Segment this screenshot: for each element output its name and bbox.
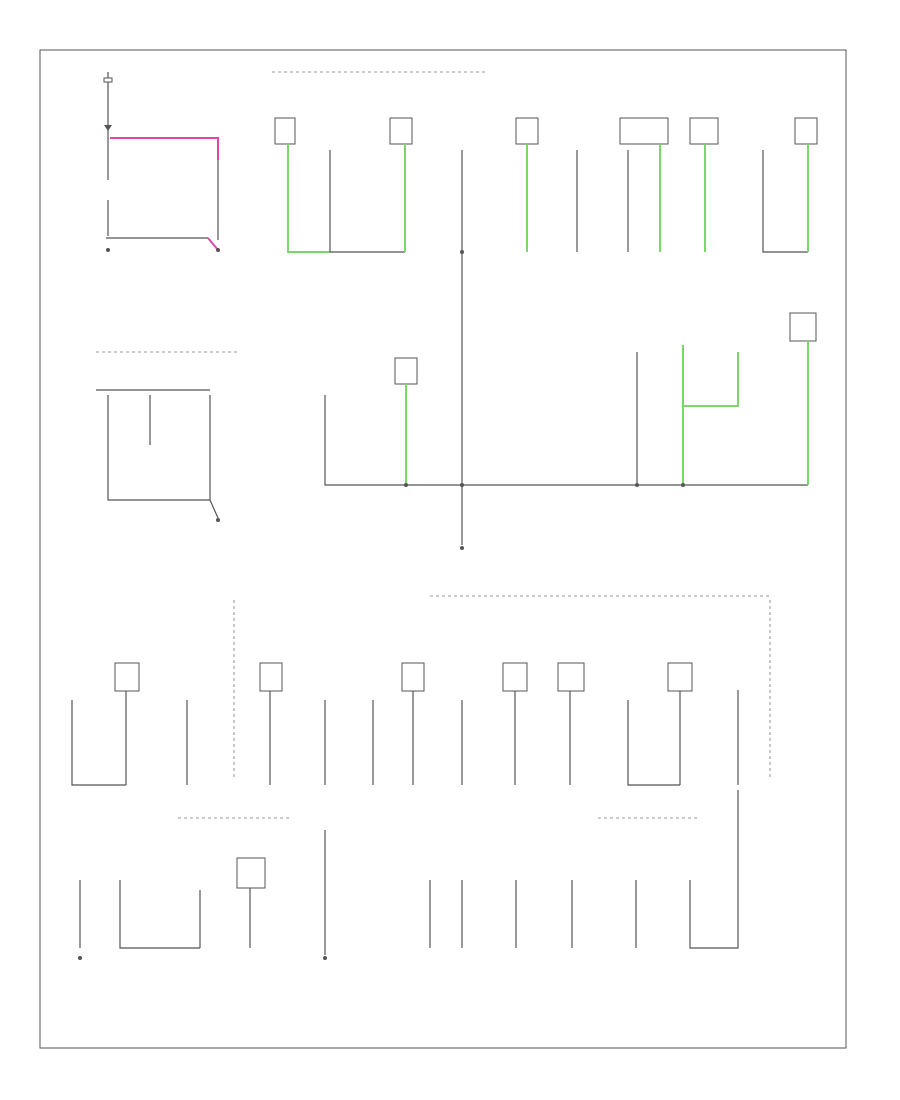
component-box — [259, 662, 283, 692]
component-box — [689, 117, 719, 145]
left-connector-group — [96, 351, 238, 522]
bottom-component-row — [78, 790, 739, 960]
component-box — [389, 117, 413, 145]
top-component-row — [274, 117, 818, 254]
component-box — [274, 117, 296, 145]
diagram-frame — [39, 49, 847, 1049]
component-box — [515, 117, 539, 145]
component-box — [619, 117, 669, 145]
component-box — [236, 857, 266, 889]
lower-component-row — [71, 662, 739, 786]
middle-ground-bus — [324, 252, 817, 545]
component-box — [794, 117, 818, 145]
component-box — [401, 662, 425, 692]
battery-feed — [103, 72, 220, 252]
component-box — [394, 357, 418, 385]
component-box — [557, 662, 585, 692]
component-box — [667, 662, 693, 692]
component-box — [114, 662, 140, 692]
splice-point — [460, 546, 464, 550]
component-box — [789, 312, 817, 342]
component-box — [502, 662, 528, 692]
